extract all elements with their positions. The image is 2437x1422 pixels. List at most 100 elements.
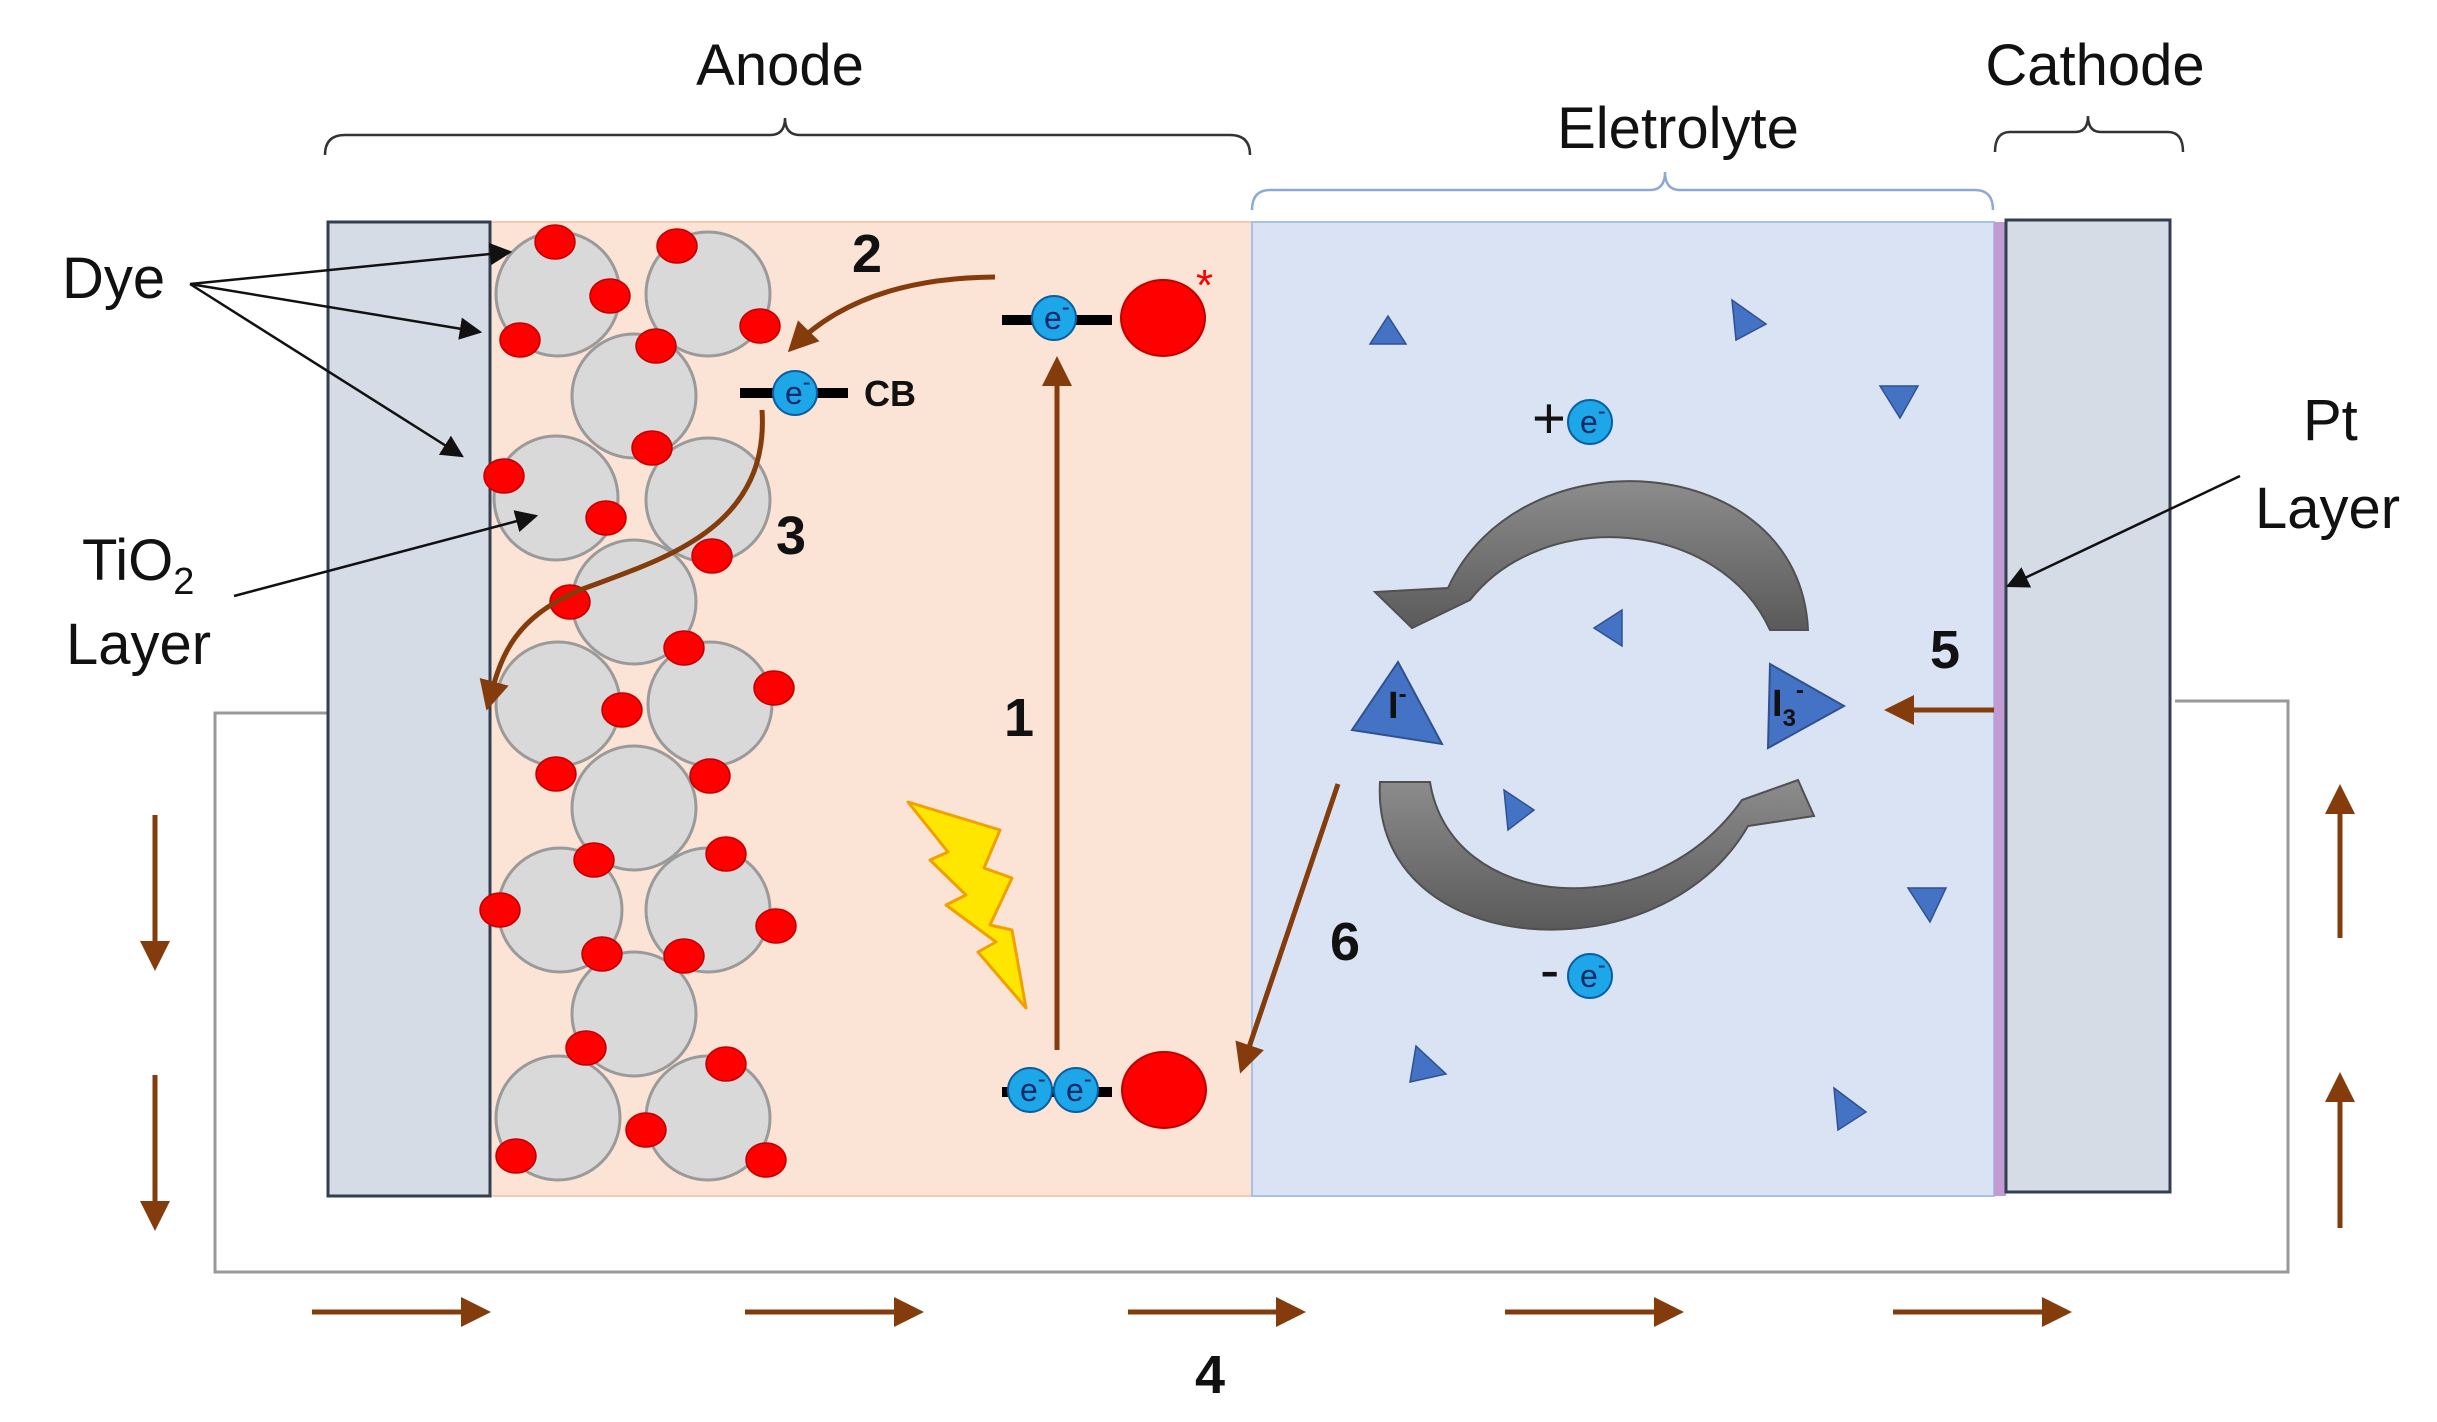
external-circuit-wire xyxy=(213,699,2290,1274)
step2-arrow xyxy=(787,274,996,353)
dye-molecules xyxy=(479,224,797,1178)
dye-molecule xyxy=(549,584,591,620)
cb-label: CB xyxy=(864,373,916,414)
ground-dye-molecule xyxy=(1121,1051,1207,1129)
excited-dye-state: e- * xyxy=(1002,261,1213,357)
minus-electron-symbol: e- xyxy=(1580,952,1606,994)
tio2-particles xyxy=(492,230,774,1182)
dye-molecule xyxy=(705,836,747,872)
dye-molecule xyxy=(573,842,615,878)
tio2-particle xyxy=(570,332,698,460)
dye-molecule xyxy=(534,224,576,260)
tio2-particle xyxy=(570,744,698,872)
step3-label: 3 xyxy=(776,506,806,566)
ground-electron-1 xyxy=(1007,1067,1053,1113)
ground-electron-1-symbol: e- xyxy=(1020,1066,1046,1108)
anode-bracket xyxy=(323,117,1252,156)
tio2-particle xyxy=(494,640,622,768)
circuit-current-arrows xyxy=(140,784,2355,1327)
triiodide-triangle xyxy=(1766,662,1847,750)
ground-electron-2 xyxy=(1053,1067,1099,1113)
electrolyte-bracket xyxy=(1250,171,1995,211)
tio2-pointer xyxy=(233,510,539,598)
dye-molecule xyxy=(635,328,677,364)
ion-particle xyxy=(1906,887,1948,924)
dye-molecule xyxy=(631,430,673,466)
cathode-bracket xyxy=(1993,115,2185,153)
tio2-particle xyxy=(492,434,620,562)
electrolyte-ions xyxy=(1368,298,1948,1132)
step3-arrow xyxy=(479,409,765,711)
excited-dye-molecule xyxy=(1120,279,1206,357)
cycle-arrow-bottom xyxy=(1378,778,1816,931)
tio2-subscript: 2 xyxy=(173,561,194,603)
excited-star: * xyxy=(1196,261,1213,310)
dye-molecule xyxy=(625,1112,667,1148)
ion-particle xyxy=(1409,1044,1448,1083)
pt-layer-label: Layer xyxy=(2255,476,2400,541)
excited-electron-symbol: e- xyxy=(1044,294,1070,336)
electrolyte-region xyxy=(1251,221,1995,1197)
ground-electron-2-symbol: e- xyxy=(1066,1066,1092,1108)
dye-molecule xyxy=(705,1046,747,1082)
dye-molecule xyxy=(663,938,705,974)
dye-molecule xyxy=(565,1030,607,1066)
ion-particle xyxy=(1503,788,1536,832)
dye-label: Dye xyxy=(62,246,165,311)
dye-molecule xyxy=(585,500,627,536)
anode-label: Anode xyxy=(696,33,864,98)
dye-molecule xyxy=(483,458,525,494)
conduction-band: e- CB xyxy=(740,369,916,416)
dye-molecule xyxy=(601,692,643,728)
electrolyte-label: Eletrolyte xyxy=(1557,96,1799,161)
cb-electron-symbol: e- xyxy=(785,369,811,411)
ion-particle xyxy=(1731,298,1768,342)
dye-pointer-1 xyxy=(189,242,513,286)
dye-molecule xyxy=(581,936,623,972)
iodide-ion: I- xyxy=(1350,660,1444,746)
dye-pointer-3 xyxy=(189,282,464,458)
ion-particle xyxy=(1833,1086,1868,1132)
triiodide-symbol: I3- xyxy=(1772,677,1804,732)
ion-particle xyxy=(1878,385,1920,420)
cycle-arrow-top xyxy=(1372,480,1810,631)
step5-label: 5 xyxy=(1930,620,1960,680)
step6-arrow xyxy=(1235,783,1341,1074)
step6-label: 6 xyxy=(1330,912,1360,972)
dye-molecule xyxy=(689,758,731,794)
tio2-particle xyxy=(646,640,774,768)
dye-molecule xyxy=(663,630,705,666)
lightning-icon xyxy=(906,800,1028,1010)
dye-pointer-2 xyxy=(189,282,483,340)
iodide-symbol: I- xyxy=(1388,681,1407,727)
dye-molecule xyxy=(499,322,541,358)
pt-layer xyxy=(1994,222,2006,1196)
dye-molecule xyxy=(691,538,733,574)
step4-label: 4 xyxy=(1195,1345,1225,1405)
ground-dye-state: e- e- xyxy=(1002,1051,1207,1129)
dye-molecule xyxy=(656,228,698,264)
minus-electron xyxy=(1567,953,1613,999)
dye-molecule xyxy=(739,308,781,344)
anode-electrode xyxy=(326,220,492,1198)
step1-label: 1 xyxy=(1004,688,1034,748)
triiodide-ion: I3- xyxy=(1766,662,1847,750)
cb-electron xyxy=(772,370,818,416)
excited-electron xyxy=(1031,295,1077,341)
cathode-electrode xyxy=(2004,218,2172,1194)
tio2-text: TiO xyxy=(82,528,173,593)
plus-electron xyxy=(1567,399,1613,445)
tio2-label: TiO2 xyxy=(82,528,194,603)
minus-sign: - xyxy=(1540,938,1559,1003)
dye-molecule xyxy=(745,1142,787,1178)
plus-electron-symbol: e- xyxy=(1580,398,1606,440)
ion-particle xyxy=(1368,314,1408,345)
oxidation-electron-label: + e- xyxy=(1532,386,1613,451)
dye-molecule xyxy=(479,892,521,928)
dye-molecule xyxy=(755,908,797,944)
iodide-triangle xyxy=(1350,660,1444,746)
dye-molecule xyxy=(753,670,795,706)
reduction-electron-label: - e- xyxy=(1540,938,1613,1003)
dye-molecule xyxy=(535,756,577,792)
